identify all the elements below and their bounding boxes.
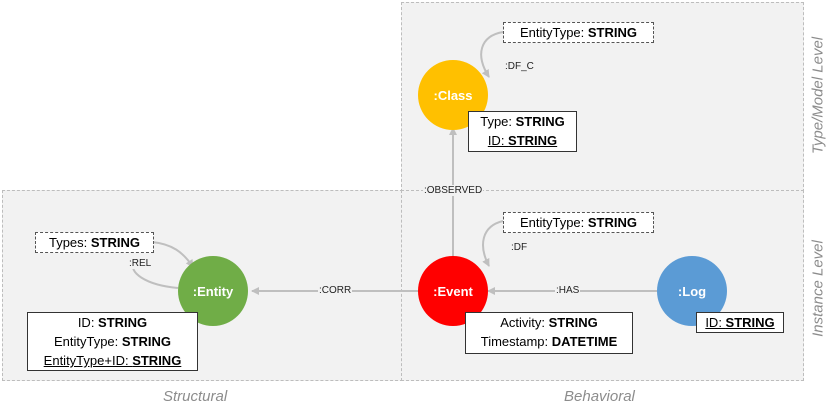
entity-node-label: :Entity [192,283,234,299]
structural-label: Structural [163,388,228,405]
corr-edge-label: :CORR [318,285,353,296]
entity-properties-box: ID: STRING EntityType: STRING EntityType… [27,312,198,371]
event-timestamp-attr: Timestamp: DATETIME [480,334,618,349]
entity-types-box: Types: STRING [35,232,154,253]
class-id-attr: ID: STRING [487,133,558,148]
df-c-edge-label: :DF_C [504,61,535,72]
rel-edge-label: :REL [128,258,153,269]
has-edge-label: :HAS [555,285,581,296]
log-node-label: :Log [677,283,707,299]
class-properties-box: Type: STRING ID: STRING [468,111,577,152]
entity-entity-type-attr: EntityType: STRING [53,334,172,349]
event-activity-attr: Activity: STRING [500,315,598,330]
entity-id-attr: ID: STRING [77,315,148,330]
entity-combo-id-attr: EntityType+ID: STRING [43,353,182,368]
observed-edge-label: :OBSERVED [423,185,484,196]
class-node-label: :Class [433,87,473,103]
class-type-attr: Type: STRING [480,114,565,129]
behavioral-label: Behavioral [564,388,635,405]
log-id-attr: ID: STRING [705,315,775,330]
df-edge-label: :DF [510,242,529,253]
log-properties-box: ID: STRING [696,312,784,333]
rel-edge [151,241,194,268]
df-edge [482,220,504,267]
event-entity-type-box: EntityType: STRING [503,212,654,233]
df-c-edge [480,31,504,78]
class-entity-type-box: EntityType: STRING [503,22,654,43]
event-node-label: :Event [433,283,473,299]
event-properties-box: Activity: STRING Timestamp: DATETIME [465,312,633,354]
